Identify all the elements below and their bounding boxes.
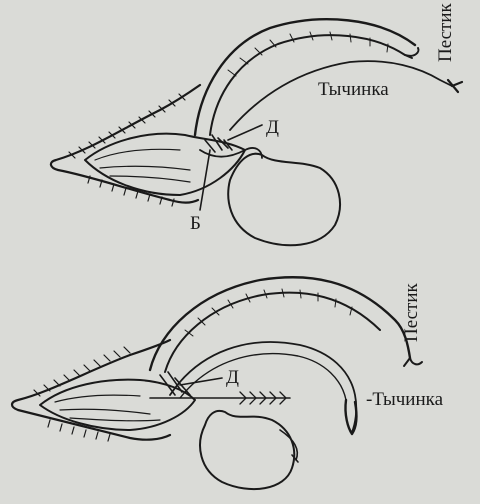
bottom-stamen-label: -Тычинка <box>366 390 443 409</box>
top-b-label: Б <box>190 214 201 233</box>
bottom-d-pointer <box>180 378 222 385</box>
top-pistil-tip <box>405 48 418 58</box>
top-flower <box>51 19 462 245</box>
bottom-flower <box>12 277 422 489</box>
top-b-pointer <box>200 150 210 210</box>
bottom-corolla-outline <box>12 340 170 440</box>
bottom-sac <box>200 411 294 489</box>
top-inner-body <box>85 134 245 195</box>
top-sac <box>228 154 340 246</box>
bottom-pistil-tip <box>404 358 422 366</box>
bottom-inner-shading <box>55 395 160 421</box>
top-pistil-label: Пестик <box>436 3 455 62</box>
bottom-hood <box>150 277 410 370</box>
bottom-inner-body <box>40 380 195 430</box>
bottom-hood-hatch <box>185 289 352 336</box>
bottom-d-label: Д <box>226 368 239 387</box>
top-d-label: Д <box>266 118 279 137</box>
bottom-hairs-upper <box>34 347 130 396</box>
bottom-pistil-label: Пестик <box>402 283 421 342</box>
top-stamen-label: Тычинка <box>318 80 389 99</box>
